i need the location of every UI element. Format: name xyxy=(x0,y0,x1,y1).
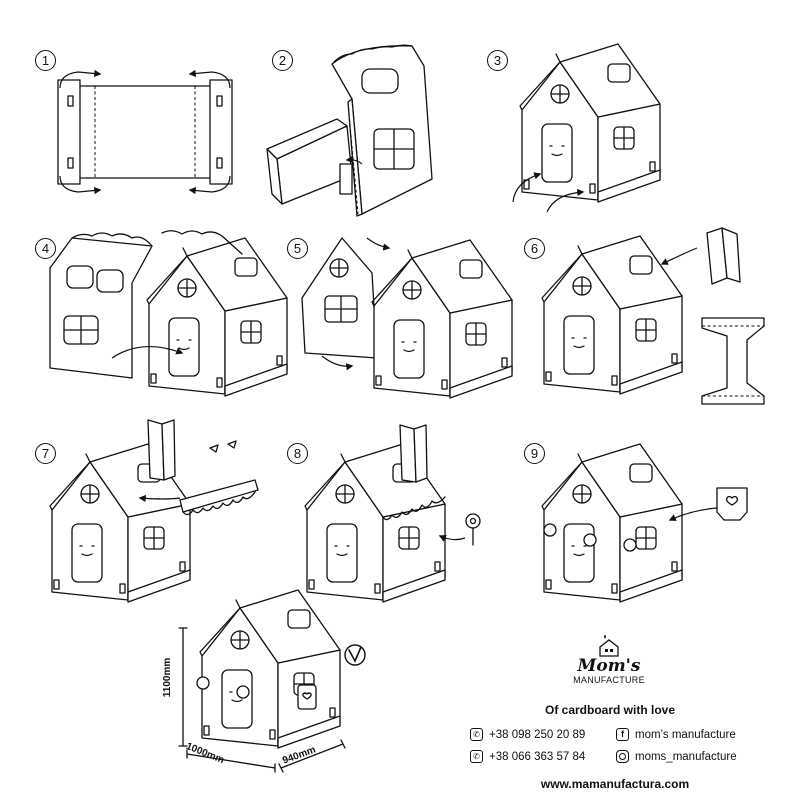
step-8-illustration xyxy=(304,420,515,603)
brand-logo: Mom's MANUFACTURE xyxy=(560,656,658,686)
phone-number-2: +38 066 363 57 84 xyxy=(489,750,586,763)
website-link[interactable]: www.mamanufactura.com xyxy=(540,777,690,791)
step-number-1: 1 xyxy=(35,50,56,71)
height-dimension-label: 1100mm xyxy=(162,657,174,698)
brand-name: Mom's xyxy=(577,656,641,676)
instagram-icon xyxy=(616,750,629,763)
phone-contact-1: ✆ +38 098 250 20 89 xyxy=(470,728,585,741)
step-1-illustration xyxy=(50,69,240,195)
step-number-7: 7 xyxy=(35,443,56,464)
step-number-4: 4 xyxy=(35,238,56,259)
step-2-illustration xyxy=(262,44,442,219)
phone-number-1: +38 098 250 20 89 xyxy=(489,728,586,741)
step-number-5: 5 xyxy=(287,238,308,259)
step-number-9: 9 xyxy=(524,443,545,464)
brand-tagline: Of cardboard with love xyxy=(544,703,676,717)
step-7-illustration xyxy=(49,420,270,603)
step-3-illustration xyxy=(495,43,661,212)
facebook-contact: f mom’s manufacture xyxy=(616,728,736,741)
step-number-8: 8 xyxy=(287,443,308,464)
phone-icon: ✆ xyxy=(470,750,483,763)
house-heart-icon xyxy=(597,635,621,657)
facebook-icon: f xyxy=(616,728,629,741)
brand-subname: MANUFACTURE xyxy=(573,675,645,685)
step-number-6: 6 xyxy=(524,238,545,259)
instagram-contact: moms_manufacture xyxy=(616,750,737,763)
phone-contact-2: ✆ +38 066 363 57 84 xyxy=(470,750,585,763)
phone-icon: ✆ xyxy=(470,728,483,741)
instagram-handle: moms_manufacture xyxy=(635,750,737,763)
step-9-illustration xyxy=(541,443,772,603)
step-4-illustration xyxy=(42,228,288,397)
facebook-handle: mom’s manufacture xyxy=(635,728,736,741)
step-5-illustration xyxy=(297,228,513,399)
step-6-illustration xyxy=(541,228,782,418)
step-number-2: 2 xyxy=(272,50,293,71)
check-circle-icon xyxy=(343,643,367,667)
step-number-3: 3 xyxy=(487,50,508,71)
final-house-illustration xyxy=(175,589,390,778)
